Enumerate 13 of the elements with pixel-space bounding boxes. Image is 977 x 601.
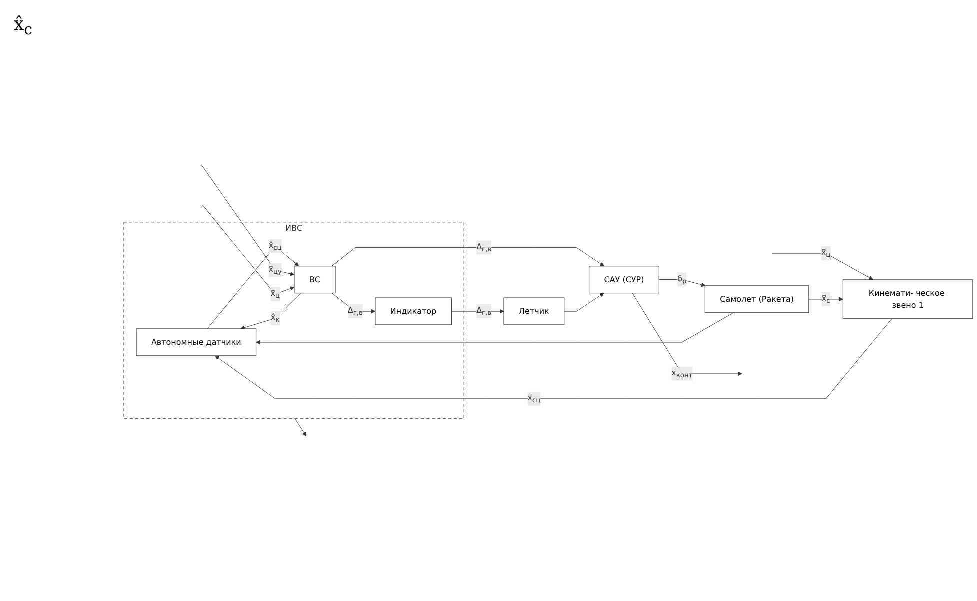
arrow bbox=[564, 292, 604, 312]
arrow bbox=[332, 247, 604, 266]
arrow bbox=[294, 418, 307, 436]
arrow bbox=[772, 253, 874, 280]
signal-label: x̂$_{c}$ bbox=[14, 14, 33, 39]
arrow bbox=[632, 292, 742, 376]
arrow bbox=[240, 292, 302, 330]
arrow bbox=[202, 204, 295, 295]
arrow bbox=[215, 318, 892, 399]
arrow bbox=[201, 164, 295, 276]
arrow bbox=[658, 279, 706, 287]
arrow bbox=[332, 292, 376, 314]
arrow bbox=[256, 312, 734, 345]
